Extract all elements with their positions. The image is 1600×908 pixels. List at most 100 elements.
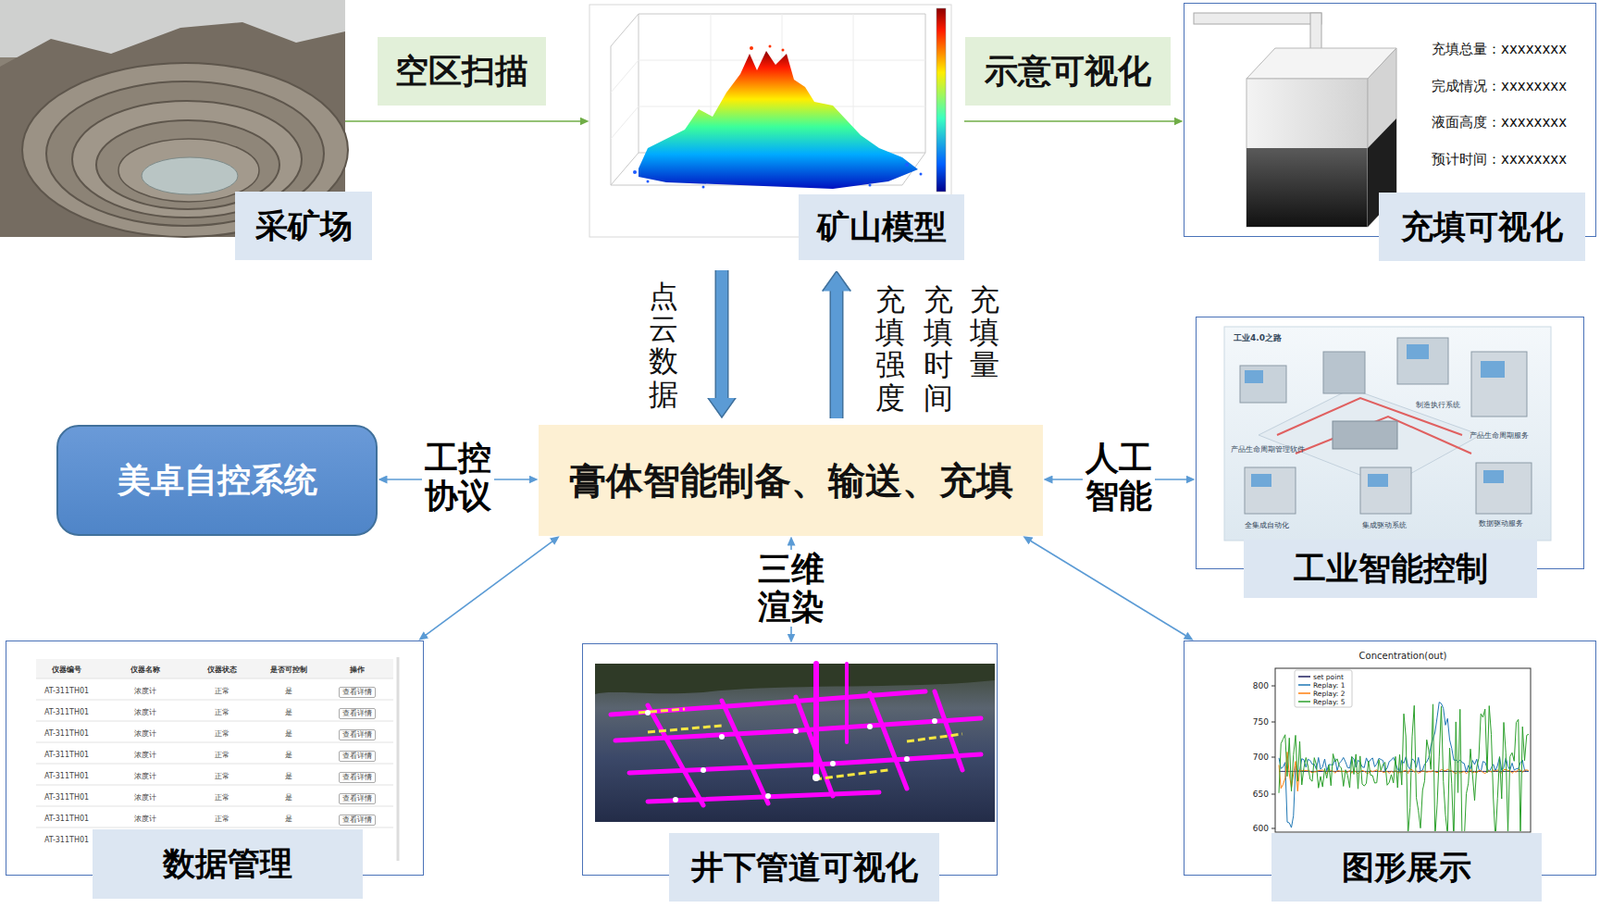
connector-arrow bbox=[964, 120, 1175, 122]
factory-illustration bbox=[1471, 351, 1527, 417]
pipe-network-render bbox=[931, 718, 938, 724]
table-cell: AT-311TH01 bbox=[44, 729, 89, 739]
table-cell: 查看详情 bbox=[338, 814, 376, 826]
table-cell: 正常 bbox=[214, 771, 230, 782]
point-cloud-model bbox=[646, 180, 650, 184]
point-cloud-model bbox=[868, 184, 872, 187]
connector-arrow bbox=[831, 290, 843, 419]
point-cloud-model bbox=[632, 170, 637, 174]
pipe-network-render bbox=[906, 733, 963, 742]
pipe-network-render bbox=[721, 700, 769, 804]
table-cell: 是 bbox=[285, 686, 293, 696]
edge-label: 人工智能 bbox=[1082, 438, 1155, 516]
factory-illustration bbox=[1367, 473, 1389, 487]
factory-illustration bbox=[1323, 351, 1365, 394]
pipe-network-render bbox=[869, 693, 907, 789]
table-cell: AT-311TH01 bbox=[44, 771, 89, 782]
table-cell: 是 bbox=[285, 771, 293, 782]
arrow-outline bbox=[830, 290, 844, 419]
table-cell: 浓度计 bbox=[134, 793, 157, 803]
system-box: 美卓自控系统 bbox=[56, 424, 378, 536]
figure-label: 工业4.0之路 bbox=[1233, 332, 1282, 345]
status-text: 液面高度：xxxxxxxx bbox=[1431, 113, 1567, 132]
table-cell: 查看详情 bbox=[338, 750, 376, 762]
factory-illustration bbox=[1483, 470, 1504, 484]
mine-photo bbox=[141, 157, 238, 195]
filling-tank-illustration bbox=[1246, 148, 1368, 227]
factory-illustration bbox=[1295, 416, 1472, 454]
factory-illustration bbox=[1244, 467, 1296, 514]
side-label: 充填时间 bbox=[923, 284, 954, 415]
figure-label: 集成驱动系统 bbox=[1362, 520, 1407, 531]
filling-tank-illustration bbox=[1246, 78, 1368, 227]
factory-illustration bbox=[1360, 467, 1412, 514]
point-cloud-model bbox=[768, 45, 772, 49]
table-cell: AT-311TH01 bbox=[44, 793, 89, 803]
table-cell: 正常 bbox=[214, 686, 230, 696]
box-label: 膏体智能制备、输送、充填 bbox=[569, 455, 1014, 507]
table-cell: 是 bbox=[285, 793, 293, 803]
chart-series bbox=[1278, 702, 1529, 832]
pipe-network-render bbox=[793, 728, 799, 734]
pipe-network-render bbox=[638, 708, 963, 780]
table-cell: AT-311TH01 bbox=[44, 750, 89, 760]
table-cell: 是 bbox=[285, 707, 293, 718]
pipe-network-render bbox=[615, 718, 981, 741]
edge-label: 示意可视化 bbox=[965, 37, 1171, 106]
filling-tank-illustration bbox=[1193, 12, 1322, 25]
panel-title: 井下管道可视化 bbox=[669, 832, 940, 902]
panel-title: 采矿场 bbox=[235, 191, 373, 261]
pipe-network-render bbox=[813, 663, 819, 778]
table-cell: 查看详情 bbox=[338, 729, 376, 741]
point-cloud-model bbox=[749, 46, 754, 50]
panel-title: 充填可视化 bbox=[1378, 192, 1586, 261]
edge-label: 工控协议 bbox=[421, 438, 495, 516]
table-cell: 正常 bbox=[214, 707, 230, 718]
table-cell: 浓度计 bbox=[134, 729, 157, 739]
chart-series bbox=[1278, 704, 1529, 832]
factory-illustration bbox=[1480, 360, 1505, 378]
table-cell: 正常 bbox=[214, 814, 230, 824]
edge-label: 点云数据 bbox=[648, 280, 679, 411]
table-cell: 查看详情 bbox=[338, 793, 376, 805]
point-cloud-model bbox=[632, 162, 923, 189]
table-cell: 查看详情 bbox=[338, 686, 376, 698]
table-header: 仪器名称 bbox=[130, 665, 161, 675]
pipe-network-render bbox=[904, 756, 910, 762]
factory-illustration bbox=[1397, 337, 1449, 385]
arrow-outline bbox=[715, 270, 730, 398]
image-panel: 井下管道可视化 bbox=[582, 643, 998, 876]
factory-illustration bbox=[1332, 421, 1398, 449]
legend-sample bbox=[1298, 692, 1311, 695]
axis-tick-label: 600 bbox=[1252, 823, 1269, 833]
filling-tank-illustration bbox=[1193, 12, 1397, 227]
table-cell: 浓度计 bbox=[134, 686, 157, 696]
figure-label: 制造执行系统 bbox=[1415, 399, 1461, 410]
legend-sample bbox=[1298, 675, 1311, 678]
figure-label: 产品生命周期服务 bbox=[1469, 430, 1529, 441]
line-chart bbox=[1271, 685, 1276, 829]
panel-title: 图形展示 bbox=[1271, 832, 1542, 902]
table-cell: 是 bbox=[285, 750, 293, 760]
pipe-network-render bbox=[867, 723, 873, 730]
table-cell: AT-311TH01 bbox=[44, 707, 89, 718]
legend-sample bbox=[1298, 700, 1311, 703]
point-cloud-model bbox=[702, 186, 706, 189]
chart-series bbox=[1278, 751, 1529, 791]
axis-tick-label: 700 bbox=[1252, 752, 1269, 762]
data-table-illustration bbox=[396, 657, 400, 861]
pipe-network-render bbox=[644, 709, 938, 803]
connector-arrow bbox=[716, 270, 728, 398]
axis-tick-label: 650 bbox=[1252, 789, 1269, 799]
legend-sample bbox=[1298, 683, 1311, 686]
point-cloud-model bbox=[638, 50, 918, 189]
table-cell: AT-311TH01 bbox=[44, 686, 89, 696]
table-cell: AT-311TH01 bbox=[44, 835, 89, 845]
status-text: 预计时间：xxxxxxxx bbox=[1431, 150, 1567, 169]
side-label: 充填强度 bbox=[875, 284, 906, 415]
pipe-network-render bbox=[595, 663, 995, 822]
axis-tick-label: 800 bbox=[1252, 681, 1269, 691]
figure-label: 产品生命周期管理软件 bbox=[1230, 444, 1305, 455]
image-panel: 矿山模型 bbox=[589, 4, 965, 261]
